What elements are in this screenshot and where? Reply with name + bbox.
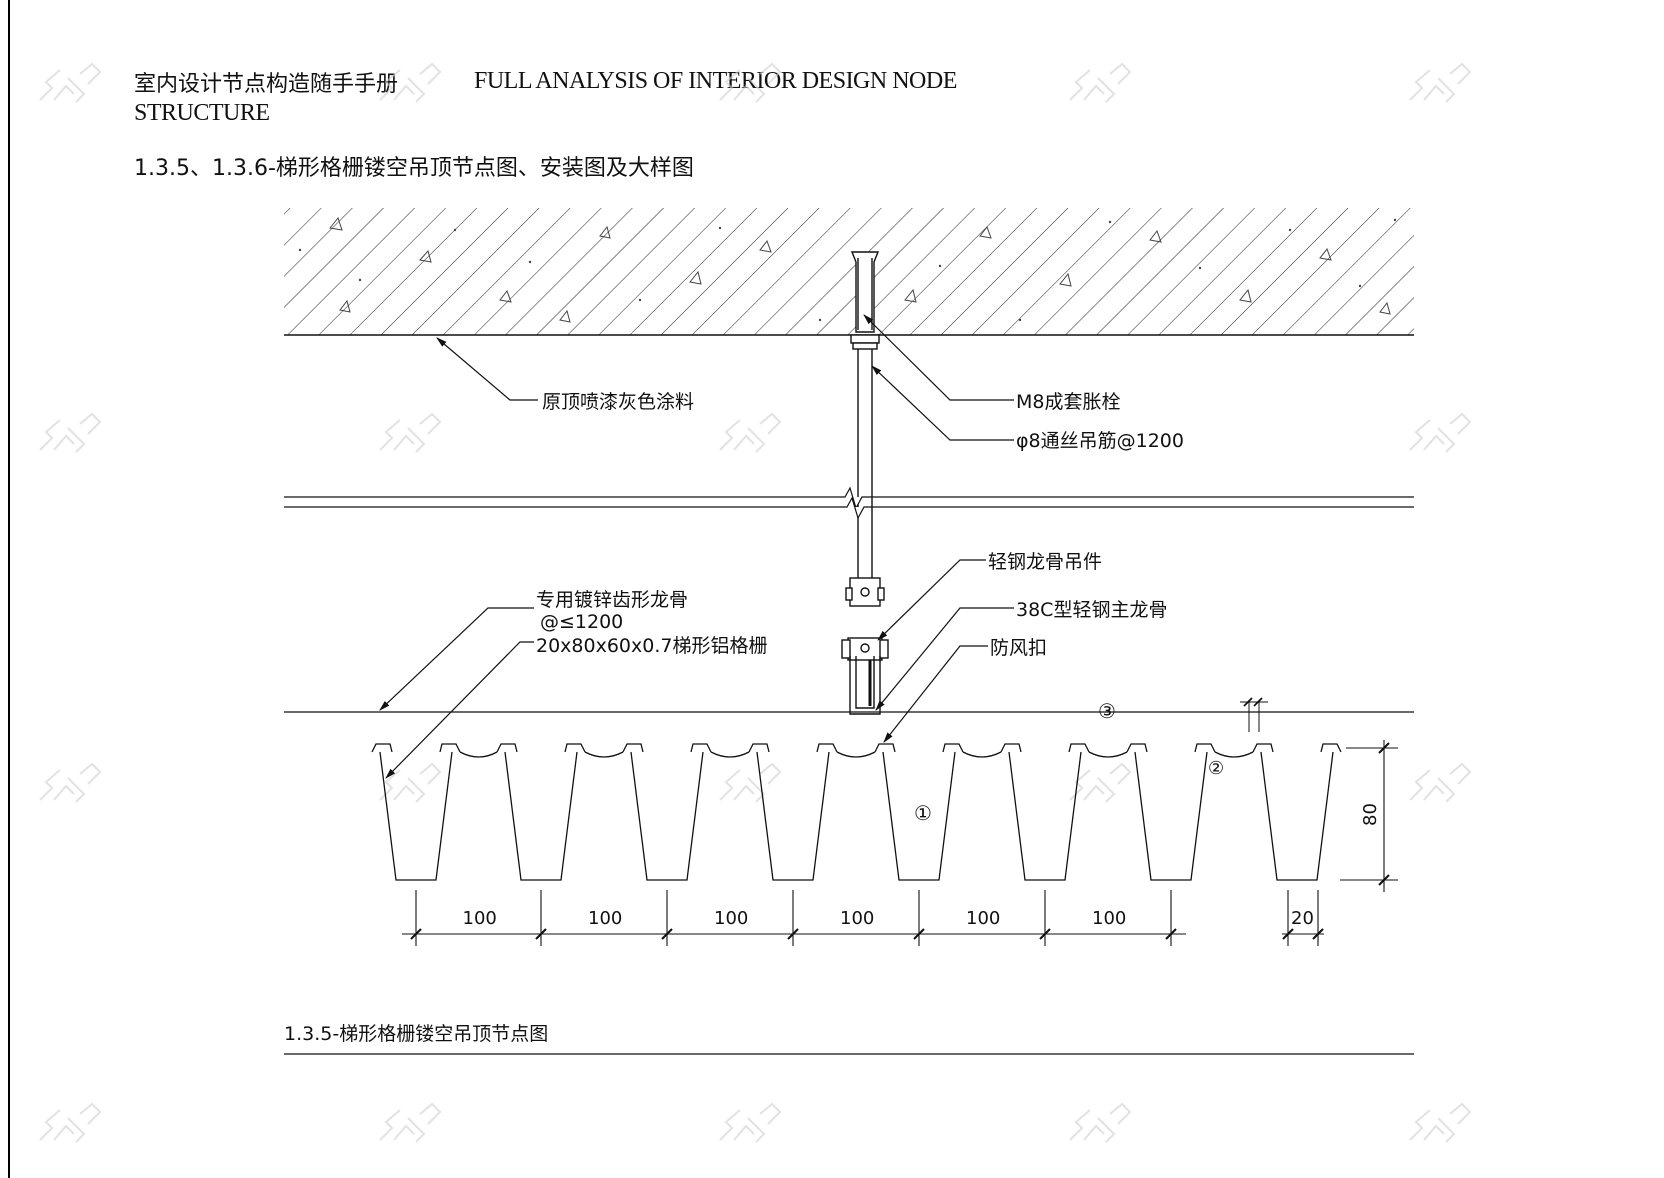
grille-clip bbox=[622, 743, 712, 753]
dimension-height bbox=[1340, 740, 1398, 892]
keel-tooth bbox=[962, 751, 1002, 758]
trapezoid-grille-profiles bbox=[371, 743, 1342, 881]
label-tooth-keel: 专用镀锌齿形龙骨 bbox=[536, 589, 688, 611]
grille-profile bbox=[1134, 751, 1208, 881]
label-wind-clip: 防风扣 bbox=[990, 637, 1047, 659]
label-tooth-keel-spacing: @≤1200 bbox=[540, 611, 623, 633]
grille-clip bbox=[496, 743, 586, 753]
leader-lines bbox=[379, 314, 1014, 779]
dimension-keel-gap bbox=[1240, 697, 1268, 732]
book-title-en-continued: STRUCTURE bbox=[134, 100, 270, 126]
marker-1: ① bbox=[914, 801, 932, 825]
grille-profile bbox=[1008, 751, 1082, 881]
label-hanger-rod: φ8通丝吊筋@1200 bbox=[1016, 430, 1184, 452]
break-line bbox=[284, 486, 1414, 520]
grille-clip bbox=[371, 743, 461, 753]
grille-profile bbox=[1260, 751, 1334, 881]
main-runner bbox=[849, 656, 881, 715]
keel-tooth bbox=[584, 751, 624, 758]
book-title-en: FULL ANALYSIS OF INTERIOR DESIGN NODE bbox=[474, 68, 957, 94]
grille-profile bbox=[756, 751, 830, 881]
dimension-height-label: 80 bbox=[1360, 803, 1381, 826]
grille-clip bbox=[874, 743, 964, 753]
marker-3: ③ bbox=[1098, 699, 1116, 723]
keel-tooth bbox=[1088, 751, 1128, 758]
dimension-spacing-label: 100 bbox=[588, 908, 622, 929]
dimension-spacing-label: 100 bbox=[714, 908, 748, 929]
dimension-spacing-label: 100 bbox=[463, 908, 497, 929]
grille-profile bbox=[630, 751, 704, 881]
label-ceiling-paint: 原顶喷漆灰色涂料 bbox=[542, 391, 694, 413]
dimension-width bbox=[1282, 890, 1324, 946]
section-title: 1.3.5、1.3.6-梯形格栅镂空吊顶节点图、安装图及大样图 bbox=[134, 156, 694, 181]
dimension-width-label: 20 bbox=[1291, 908, 1314, 929]
label-hanger-clip: 轻钢龙骨吊件 bbox=[988, 551, 1102, 573]
marker-2: ② bbox=[1208, 758, 1224, 779]
drawing-caption: 1.3.5-梯形格栅镂空吊顶节点图 bbox=[284, 1023, 548, 1045]
grille-profile bbox=[379, 751, 453, 881]
label-grille: 20x80x60x0.7梯形铝格栅 bbox=[536, 635, 767, 657]
anchor-bolt bbox=[850, 251, 880, 350]
keel-tooth bbox=[459, 751, 498, 758]
grille-clip bbox=[1000, 743, 1090, 753]
keel-tooth bbox=[836, 751, 876, 758]
hanger-clip bbox=[841, 577, 889, 661]
keel-tooth bbox=[1214, 751, 1254, 758]
grille-profile bbox=[882, 751, 956, 881]
hanger-rod bbox=[857, 349, 873, 590]
grille-profile bbox=[504, 751, 578, 881]
grille-clip bbox=[748, 743, 838, 753]
label-main-runner: 38C型轻钢主龙骨 bbox=[1016, 599, 1167, 621]
sheet-border bbox=[8, 0, 1664, 1178]
dimension-spacing bbox=[402, 890, 1186, 946]
dimension-spacing-label: 100 bbox=[1092, 908, 1126, 929]
dimension-spacing-label: 100 bbox=[840, 908, 874, 929]
concrete-slab bbox=[284, 208, 1414, 336]
dimension-spacing-label: 100 bbox=[966, 908, 1000, 929]
grille-clip bbox=[1126, 743, 1216, 753]
keel-tooth bbox=[710, 751, 750, 758]
book-title-cn: 室内设计节点构造随手手册 bbox=[134, 72, 399, 97]
label-anchor-bolt: M8成套胀栓 bbox=[1016, 391, 1120, 413]
grille-clip bbox=[1252, 743, 1342, 753]
